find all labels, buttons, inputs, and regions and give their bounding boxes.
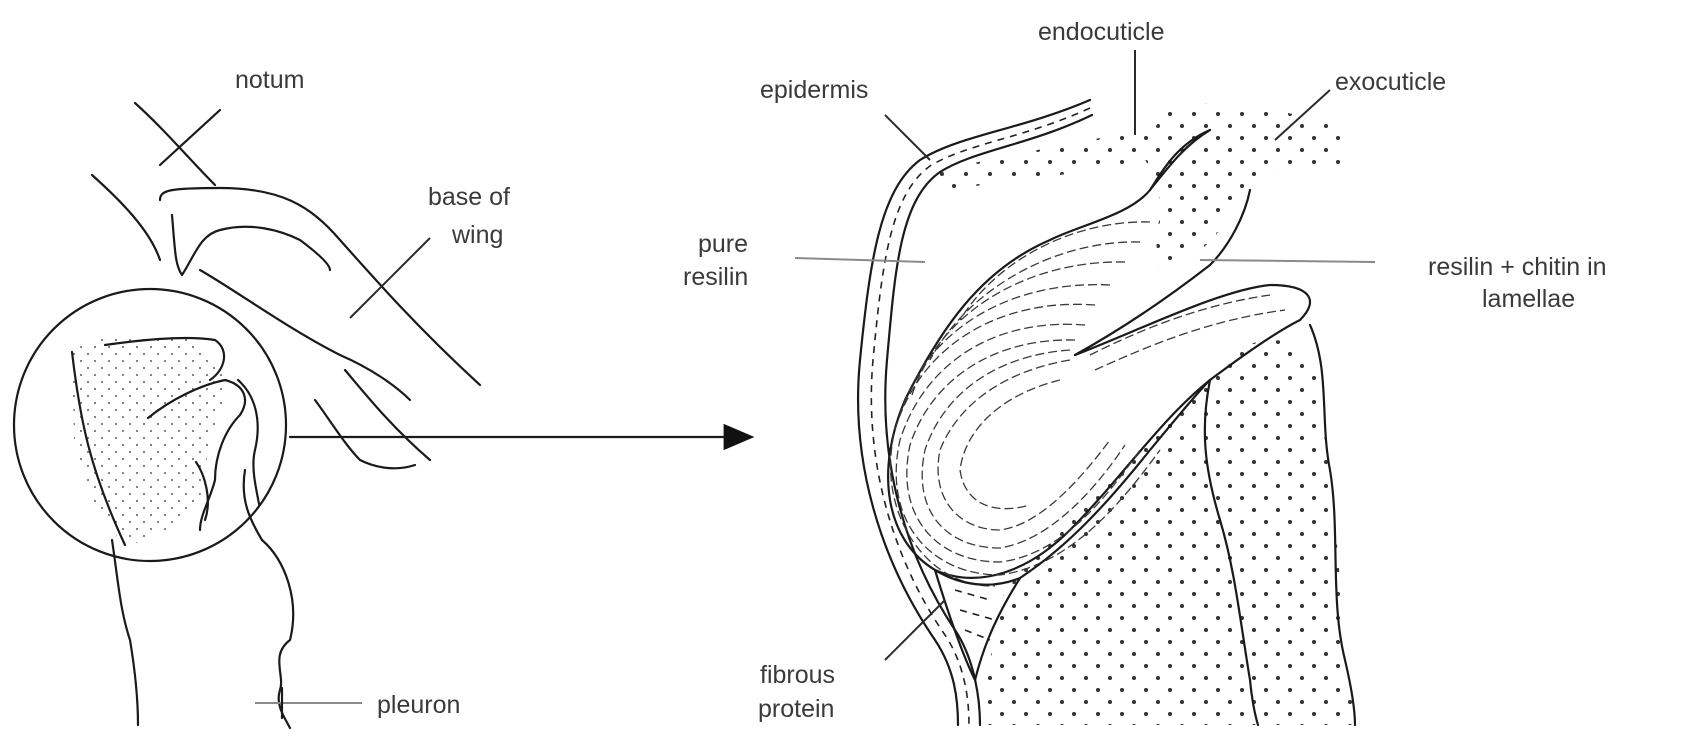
label-resilin-chitin-1: resilin + chitin in bbox=[1428, 253, 1607, 281]
lower-dotted-region bbox=[980, 340, 1355, 725]
pleuron-right-edge bbox=[262, 540, 293, 728]
label-base-of-wing-2: wing bbox=[451, 221, 503, 249]
notum-outline bbox=[92, 175, 160, 260]
label-exocuticle: exocuticle bbox=[1335, 68, 1446, 96]
resilin-chitin-guide bbox=[1200, 260, 1375, 262]
pure-resilin-guide bbox=[795, 258, 925, 262]
circle-detail-4 bbox=[238, 380, 262, 520]
notum-line-1 bbox=[135, 103, 215, 185]
wing-base-lower bbox=[345, 370, 430, 460]
hinge-section bbox=[795, 50, 1375, 725]
label-pure-resilin-2: resilin bbox=[683, 263, 748, 291]
wing-base-inner bbox=[172, 215, 330, 275]
label-pure-resilin-1: pure bbox=[698, 230, 748, 258]
circle-shaded-region bbox=[72, 334, 228, 545]
label-fibrous-protein-1: fibrous bbox=[760, 661, 835, 689]
label-epidermis: epidermis bbox=[760, 76, 868, 104]
base-of-wing-leader bbox=[350, 238, 430, 318]
exocuticle-top-region bbox=[1140, 104, 1345, 270]
wing-base-strip bbox=[315, 400, 415, 468]
epidermis-leader bbox=[885, 115, 930, 160]
thorax-overview bbox=[14, 103, 750, 728]
fibrous-dashes-1 bbox=[955, 590, 990, 600]
pleuron-left-edge bbox=[112, 540, 138, 725]
label-pleuron: pleuron bbox=[377, 691, 460, 719]
label-resilin-chitin-2: lamellae bbox=[1482, 285, 1575, 313]
label-base-of-wing-1: base of bbox=[428, 183, 510, 211]
label-endocuticle: endocuticle bbox=[1038, 18, 1164, 46]
fibrous-dashes-3 bbox=[965, 630, 990, 640]
label-fibrous-protein-2: protein bbox=[758, 695, 834, 723]
label-notum: notum bbox=[235, 66, 304, 94]
fibrous-dashes-2 bbox=[960, 610, 995, 620]
